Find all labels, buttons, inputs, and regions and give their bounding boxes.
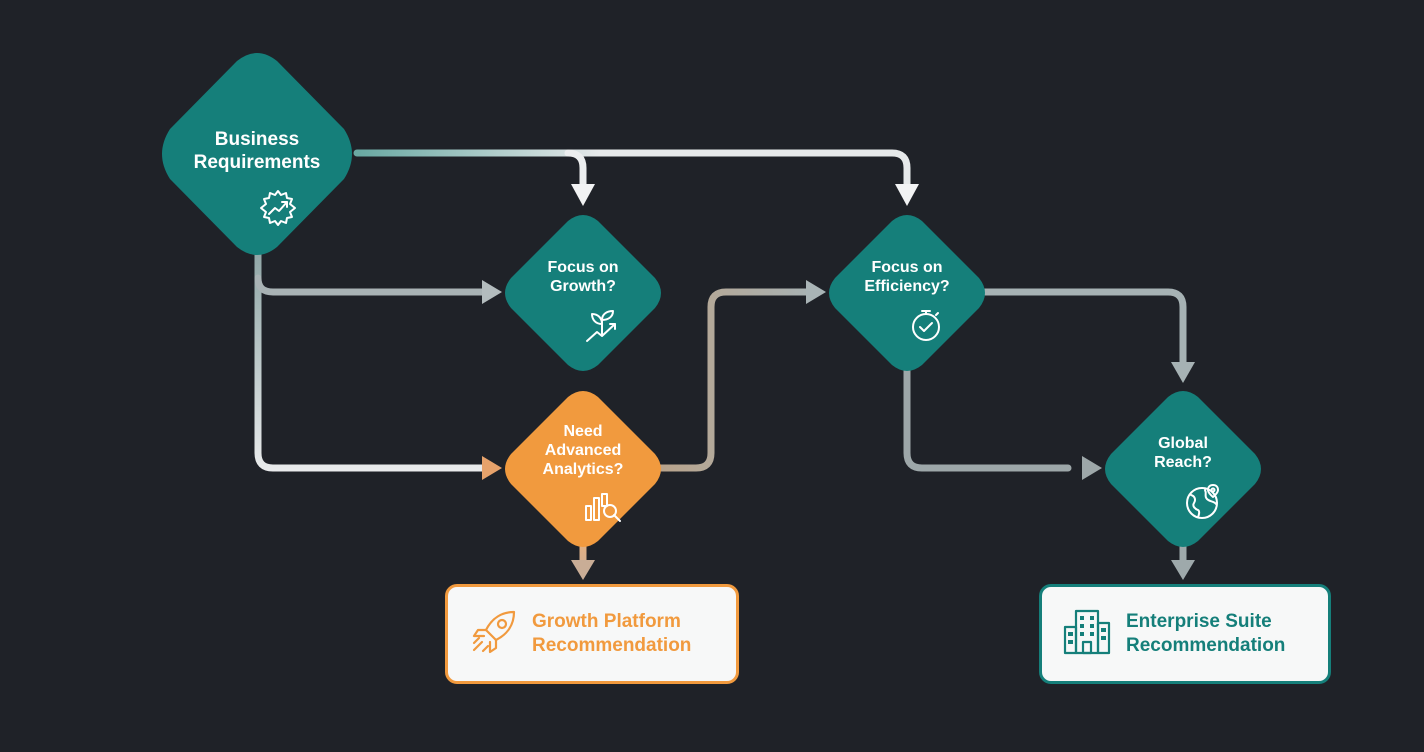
result-enterprise-suite[interactable]: Enterprise Suite Recommendation <box>1039 584 1331 684</box>
result-growth-platform[interactable]: Growth Platform Recommendation <box>445 584 739 684</box>
edge-business-trunk <box>254 246 486 472</box>
edge-efficiency-to-global <box>981 288 1187 366</box>
result-label: Enterprise Suite Recommendation <box>1126 610 1286 656</box>
node-label: Global Reach? <box>1154 435 1212 472</box>
decision-business-requirements[interactable]: Business Requirements <box>154 53 360 255</box>
edge-business-to-growth-side <box>254 274 486 296</box>
edge-efficiency-down-to-global <box>903 366 1072 472</box>
arrowhead <box>1171 560 1195 580</box>
node-label: Focus on Growth? <box>547 259 619 296</box>
node-label: Business Requirements <box>193 129 321 173</box>
arrowhead <box>1082 456 1102 480</box>
building-icon <box>1062 607 1116 662</box>
decision-focus-on-efficiency[interactable]: Focus on Efficiency? <box>828 214 986 372</box>
arrowhead <box>806 280 826 304</box>
rocket-icon <box>470 608 522 661</box>
arrowhead <box>482 280 502 304</box>
edge-analytics-to-efficiency <box>656 288 812 472</box>
arrowhead <box>482 456 502 480</box>
edge-business-to-efficiency <box>353 149 911 192</box>
decision-global-reach[interactable]: Global Reach? <box>1104 390 1262 548</box>
result-label: Growth Platform Recommendation <box>532 610 692 656</box>
arrowhead <box>571 560 595 580</box>
arrowhead <box>1171 362 1195 383</box>
arrowhead <box>571 184 595 206</box>
decision-need-advanced-analytics[interactable]: Need Advanced Analytics? <box>504 390 662 548</box>
node-label: Focus on Efficiency? <box>864 259 950 296</box>
decision-focus-on-growth[interactable]: Focus on Growth? <box>504 214 662 372</box>
arrowhead <box>895 184 919 206</box>
edge-business-to-growth-top <box>564 149 587 192</box>
node-label: Need Advanced Analytics? <box>542 423 624 479</box>
